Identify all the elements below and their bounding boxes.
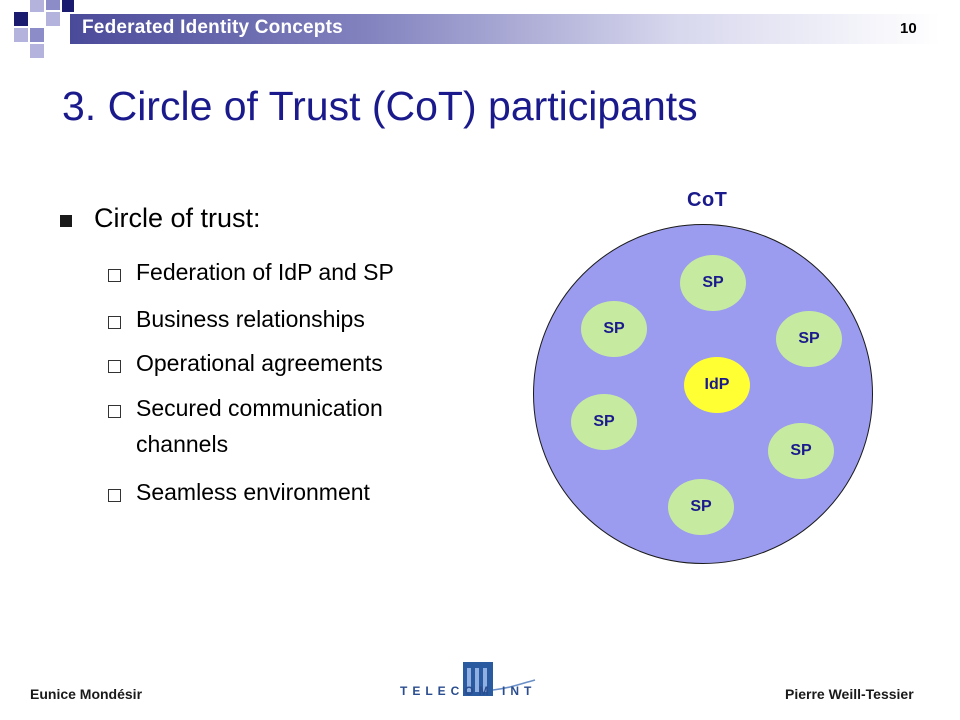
sub-bullet-text: channels: [136, 431, 229, 457]
idp-node: IdP: [684, 357, 750, 413]
sp-node: SP: [668, 479, 734, 535]
corner-square-lavender: [30, 44, 44, 58]
sub-bullet-marker-icon: [108, 489, 121, 502]
corner-square-medium: [30, 28, 44, 42]
logo-graphic-icon: [463, 662, 536, 696]
sub-bullet-marker-icon: [108, 360, 121, 373]
sp-node: SP: [571, 394, 637, 450]
sub-bullet-continuation: channels: [108, 431, 228, 458]
page-number: 10: [900, 20, 917, 37]
cot-label: CoT: [687, 189, 728, 211]
sp-node: SP: [776, 311, 842, 367]
corner-square-lavender: [46, 12, 60, 26]
sp-node: SP: [581, 301, 647, 357]
sub-bullet-text: Secured communication: [136, 395, 383, 421]
sp-node: SP: [768, 423, 834, 479]
sub-bullet-marker-icon: [108, 405, 121, 418]
sub-bullet-text: Business relationships: [136, 306, 365, 332]
sub-bullet-item: Operational agreements: [108, 350, 383, 377]
corner-square-navy: [14, 12, 28, 26]
bullet-text: Circle of trust:: [94, 203, 261, 233]
sub-bullet-item: Federation of IdP and SP: [108, 259, 394, 286]
footer-author-right: Pierre Weill-Tessier: [785, 686, 914, 702]
cot-diagram: CoT SP SP SP IdP SP SP SP: [530, 185, 950, 585]
header-bar: [70, 14, 940, 44]
bullet-marker-icon: [60, 215, 72, 227]
corner-square-navy: [62, 0, 74, 12]
sub-bullet-marker-icon: [108, 269, 121, 282]
sp-node: SP: [680, 255, 746, 311]
logo-text: TELECOM INT: [400, 684, 537, 698]
corner-square-lavender: [30, 0, 44, 12]
sub-bullet-marker-icon: [108, 316, 121, 329]
sub-bullet-text: Seamless environment: [136, 479, 370, 505]
sub-bullet-text: Federation of IdP and SP: [136, 259, 394, 285]
sub-bullet-text: Operational agreements: [136, 350, 383, 376]
header-title: Federated Identity Concepts: [82, 17, 343, 38]
corner-square-lavender: [14, 28, 28, 42]
slide-title: 3. Circle of Trust (CoT) participants: [62, 83, 698, 129]
sub-bullet-item: Secured communication: [108, 395, 383, 422]
sub-bullet-item: Business relationships: [108, 306, 365, 333]
bullet-item: Circle of trust:: [60, 203, 261, 234]
telecom-int-logo: TELECOM INT: [395, 660, 540, 710]
sub-bullet-item: Seamless environment: [108, 479, 370, 506]
footer-author-left: Eunice Mondésir: [30, 686, 143, 702]
corner-square-medium: [46, 0, 60, 10]
